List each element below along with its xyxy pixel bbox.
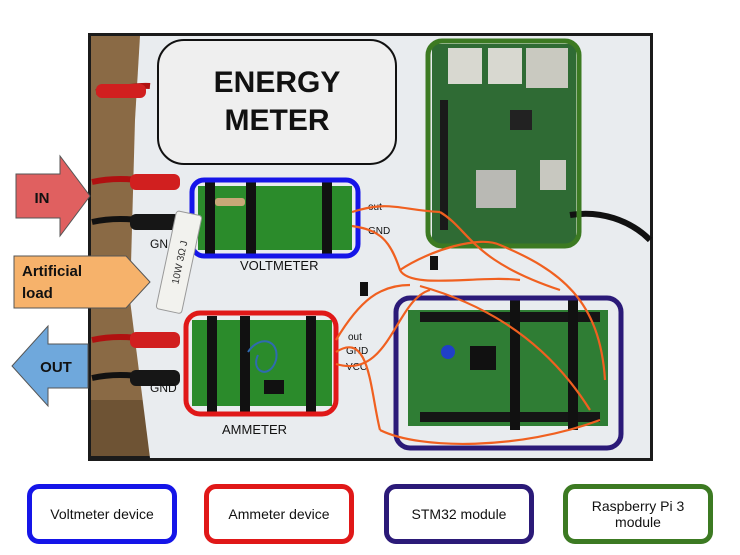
legend-ammeter: Ammeter device [204,484,354,544]
legend-voltmeter: Voltmeter device [27,484,177,544]
rpi-board [432,44,576,244]
stm32-blue-button [441,345,455,359]
voltmeter-strap-3 [322,182,332,254]
legend-rpi-label-line1: Raspberry Pi 3 [591,498,685,514]
stm32-strap-2 [568,300,578,430]
legend-stm32-label: STM32 module [411,506,507,522]
rpi-usb-port-1 [448,48,482,84]
out-arrow-label: OUT [40,359,72,376]
artificial-load-label-line1: Artificial [22,263,82,280]
ammeter-out-label: out [348,332,362,343]
ammeter-strap-2 [240,316,250,412]
stm32-strap-1 [510,300,520,430]
legend-ammeter-label: Ammeter device [228,506,330,522]
legend-voltmeter-label: Voltmeter device [50,506,154,522]
voltmeter-strap-2 [246,182,256,254]
out-arrow [11,324,89,408]
legend-stm32: STM32 module [384,484,534,544]
title-box [157,39,397,165]
title-line2: METER [225,104,330,137]
title-line1: ENERGY [214,66,341,99]
gnd-handwritten-top: GN [150,237,168,251]
rpi-gpio-header [440,100,448,230]
clip-in-black [130,214,180,230]
voltmeter-gnd-label: GND [368,226,390,237]
ammeter-handwritten-label: AMMETER [222,422,287,437]
legend-rpi: Raspberry Pi 3 module [563,484,713,544]
rpi-usb-port-2 [488,48,522,84]
clip-in-red [130,174,180,190]
clip-out-red [130,332,180,348]
orange-wires [335,205,607,446]
voltmeter-strap-1 [205,182,215,254]
energy-meter-photo: ENERGY METER VOLTMETER out GND AMMETER o… [11,33,653,461]
ammeter-outline [183,310,339,417]
rpi-small-chip [510,110,532,130]
ammeter-wires [247,340,278,373]
rpi-hdmi-port [540,160,566,190]
in-arrow-label: IN [35,190,50,207]
rpi-ethernet-port [526,48,568,88]
stm32-mcu-chip [470,346,496,370]
power-resistor: 10W 3Ω J [155,210,203,314]
artificial-load-label-line2: load [22,285,53,302]
voltmeter-resistor [215,198,245,206]
gnd-handwritten-bottom: GND [150,381,177,395]
artificial-load-arrow [13,255,151,309]
rpi-soc-chip [476,170,516,208]
in-arrow [15,154,91,238]
ammeter-strap-3 [306,316,316,412]
voltmeter-handwritten-label: VOLTMETER [240,258,319,273]
wire-clip-2 [430,256,438,270]
ammeter-vcc-label: VCC [346,362,367,373]
ammeter-chip [264,380,284,394]
stm32-outline [393,295,624,451]
clip-out-black [130,370,180,386]
legend-rpi-label-line2: module [615,514,661,530]
ammeter-strap-1 [207,316,217,412]
probe-clip-top [96,84,146,98]
wire-clip-1 [360,282,368,296]
